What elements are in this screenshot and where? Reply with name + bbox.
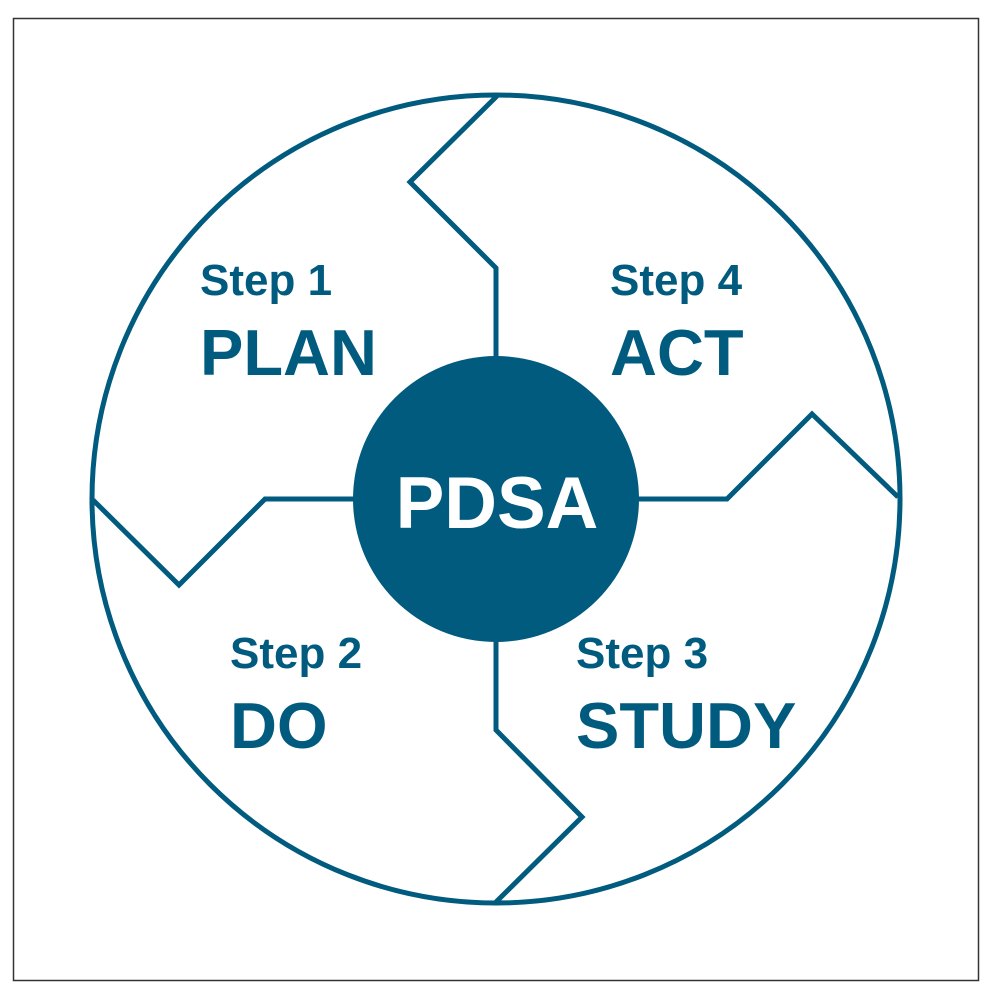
frame-border [12,17,980,982]
step-4-number: Step 4 [610,256,743,305]
divider-left [91,496,355,589]
step-1-number: Step 1 [200,256,332,305]
step-2-name: DO [230,689,328,762]
divider-bottom [493,640,586,904]
step-3-name: STUDY [576,689,796,762]
step-1-name: PLAN [200,316,377,389]
step-4-name: ACT [610,316,744,389]
divider-top [406,94,499,358]
step-2-number: Step 2 [230,629,362,678]
divider-right [637,410,900,502]
step-3-number: Step 3 [576,629,708,678]
center-circle [353,356,639,642]
center-label: PDSA [396,463,599,544]
